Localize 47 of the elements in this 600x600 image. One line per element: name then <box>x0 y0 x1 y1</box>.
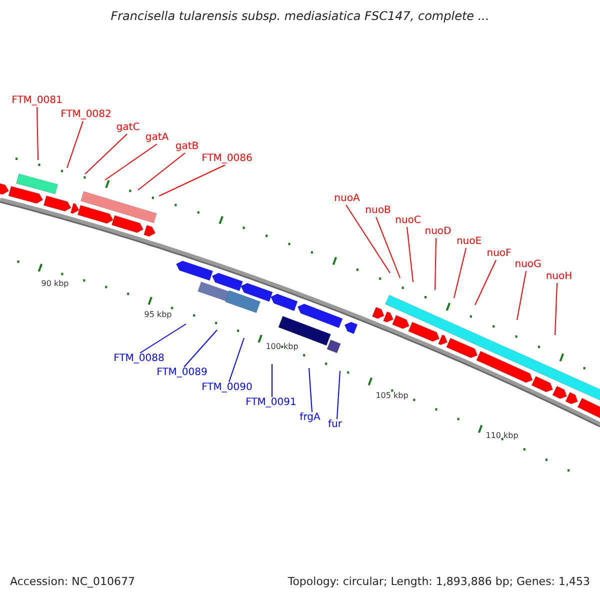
gene-label: nuoC <box>395 215 421 227</box>
gene-label: FTM_0086 <box>202 153 252 165</box>
leader-line <box>66 120 84 168</box>
leader-line <box>474 260 496 306</box>
gene-label: gatA <box>145 132 169 144</box>
leader-line <box>434 238 436 290</box>
leader-line <box>308 368 312 412</box>
scale-label: 90 kbp <box>41 278 69 290</box>
footer-text: Accession: NC_010677 <box>10 576 136 588</box>
gene-label: FTM_0081 <box>12 95 62 107</box>
leader-line <box>454 248 466 298</box>
leader-line <box>84 134 128 174</box>
gene-label: FTM_0089 <box>156 367 208 379</box>
gene-label: FTM_0091 <box>246 397 296 409</box>
gene-label: FTM_0090 <box>202 382 252 394</box>
gene-label: FTM_0088 <box>114 353 164 365</box>
title: Francisella tularensis subsp. mediasiatica FSC147, complete ... <box>110 10 490 22</box>
scale-label: 105 kbp <box>376 390 408 402</box>
gene-label: nuoG <box>514 259 542 271</box>
gene-label: nuoB <box>365 205 391 217</box>
leader-line <box>184 330 218 368</box>
gene-label: nuoA <box>334 193 360 205</box>
gene-label: fur <box>328 419 342 431</box>
footer-text: Topology: circular; Length: 1,893,886 bp; Genes: 1,453 <box>288 576 590 588</box>
gene-label: FTM_0082 <box>60 109 112 121</box>
leader-line <box>516 270 526 320</box>
leader-line <box>104 144 158 180</box>
gene-label: nuoE <box>456 236 482 248</box>
leader-line <box>140 324 186 354</box>
leader-line <box>228 338 244 382</box>
leader-line <box>36 106 38 160</box>
leader-line <box>138 152 186 190</box>
leader-line <box>346 204 390 274</box>
gene-label: nuoH <box>546 271 572 283</box>
gene-label: gatB <box>175 141 199 153</box>
leader-line <box>376 216 400 278</box>
gene-label: nuoF <box>486 248 512 260</box>
gene-label: nuoD <box>424 226 452 238</box>
scale-label: 110 kbp <box>486 430 518 442</box>
scale-label: 95 kbp <box>144 309 172 321</box>
gene-label: frgA <box>300 412 320 424</box>
leader-line <box>406 226 414 282</box>
scale-label: 100 kbp <box>266 341 298 353</box>
leader-line <box>336 370 340 420</box>
leader-line <box>158 164 226 196</box>
leader-line <box>554 282 558 336</box>
gene-label: gatC <box>116 122 140 134</box>
